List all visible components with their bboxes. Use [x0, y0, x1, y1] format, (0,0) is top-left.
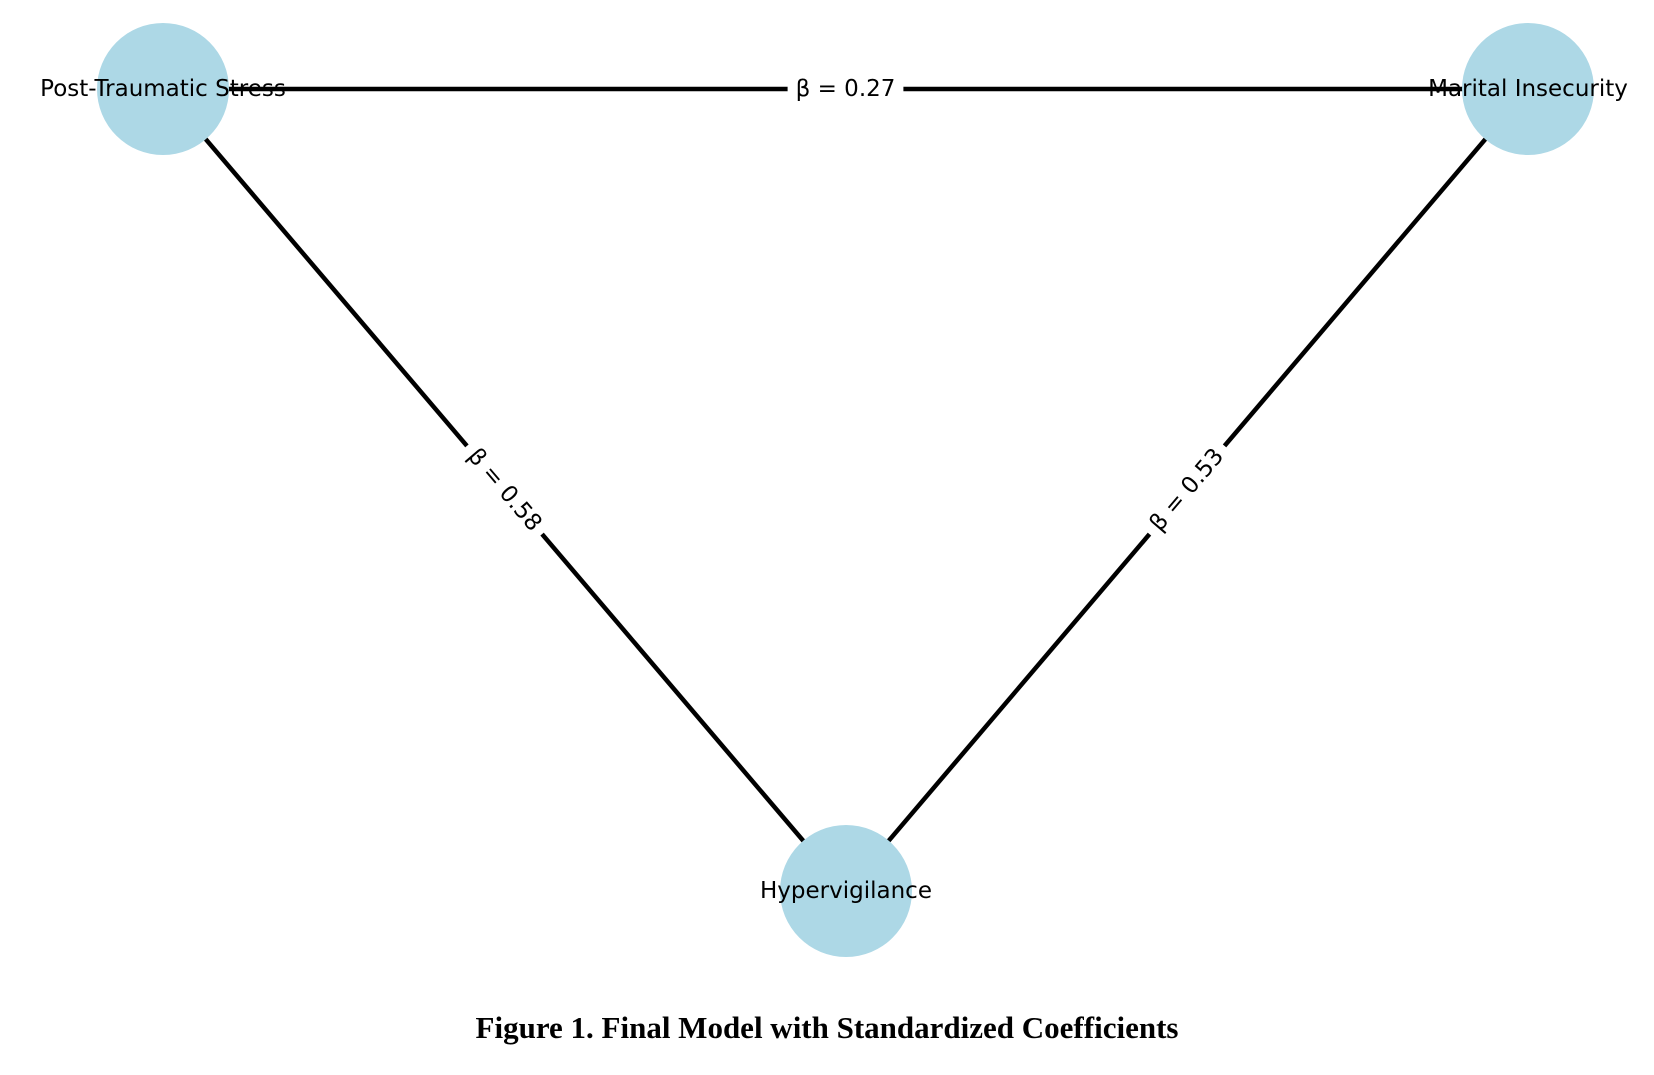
- edge-label-background: [454, 435, 555, 545]
- nodes-layer: [97, 23, 1594, 957]
- node-label-post-traumatic-stress: Post-Traumatic Stress: [40, 76, 286, 102]
- edge-label-group-pts-mi: β = 0.27: [787, 73, 904, 105]
- edge-label-pts-hv: β = 0.58: [462, 444, 546, 537]
- edge-label-mi-hv: β = 0.53: [1145, 444, 1229, 537]
- node-labels-layer: Post-Traumatic Stress Marital InsecurityH…: [40, 76, 1628, 904]
- figure-caption: Figure 1. Final Model with Standardized …: [475, 1010, 1179, 1045]
- path-diagram: Post-Traumatic Stress Marital InsecurityH…: [40, 23, 1628, 957]
- node-marital-insecurity: [1462, 23, 1594, 155]
- node-hypervigilance: [780, 825, 912, 957]
- edge-labels-layer: β = 0.27 β = 0.58 β = 0.53: [454, 73, 1237, 545]
- node-post-traumatic-stress: [97, 23, 229, 155]
- edge-label-background: [787, 73, 904, 105]
- edge-label-background: [1137, 435, 1237, 545]
- edges-layer: [161, 86, 1530, 893]
- edge-label-group-mi-hv: β = 0.53: [1137, 435, 1237, 545]
- node-label-marital-insecurity: Marital Insecurity: [1428, 76, 1628, 102]
- edge-label-group-pts-hv: β = 0.58: [454, 435, 555, 545]
- edge-label-pts-mi: β = 0.27: [796, 76, 896, 102]
- node-label-hypervigilance: Hypervigilance: [760, 878, 932, 904]
